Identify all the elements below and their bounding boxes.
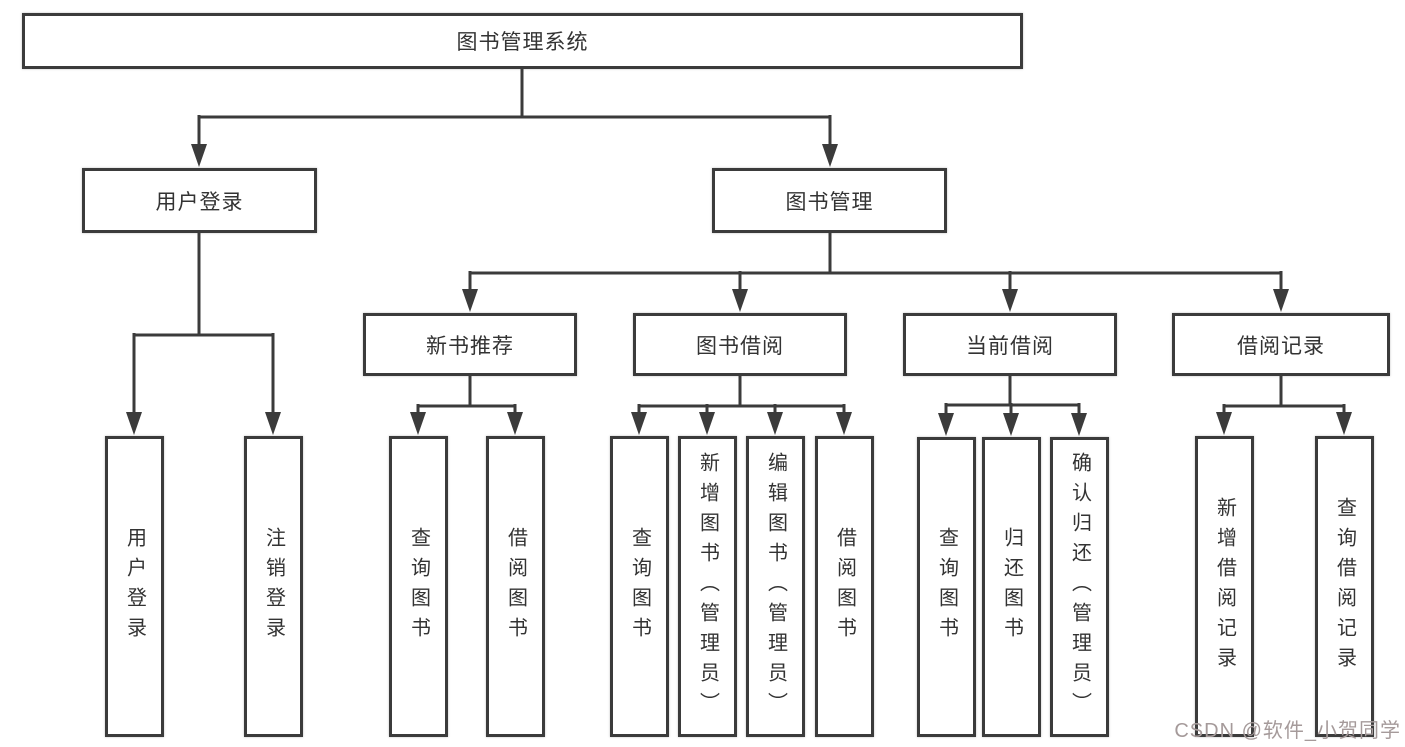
connector-lines bbox=[132, 69, 1346, 416]
csdn-watermark: CSDN @软件_小贺同学 bbox=[1174, 720, 1401, 742]
node-new-book-recommend: 新书推荐 bbox=[363, 313, 577, 376]
leaf-label: 新增图书（管理员） bbox=[696, 451, 719, 722]
leaf-query-books-2: 查询图书 bbox=[610, 436, 669, 737]
node-label: 用户登录 bbox=[155, 190, 244, 214]
leaf-return-books: 归还图书 bbox=[982, 437, 1041, 737]
leaf-label: 借阅图书 bbox=[504, 526, 527, 647]
leaf-confirm-return-admin: 确认归还（管理员） bbox=[1050, 437, 1109, 737]
leaf-label: 用户登录 bbox=[123, 526, 146, 647]
node-current-borrowing: 当前借阅 bbox=[903, 313, 1117, 376]
leaf-query-books-3: 查询图书 bbox=[917, 437, 976, 737]
leaf-borrow-books: 借阅图书 bbox=[486, 436, 545, 737]
node-library-management-system: 图书管理系统 bbox=[22, 13, 1023, 69]
leaf-label: 查询图书 bbox=[407, 526, 430, 647]
arrowheads bbox=[126, 144, 1352, 436]
node-user-login: 用户登录 bbox=[82, 168, 317, 233]
leaf-label: 查询图书 bbox=[935, 527, 958, 647]
node-label: 借阅记录 bbox=[1237, 334, 1325, 358]
leaf-user-login: 用户登录 bbox=[105, 436, 164, 737]
leaf-add-borrow-record: 新增借阅记录 bbox=[1195, 436, 1254, 737]
leaf-query-books: 查询图书 bbox=[389, 436, 448, 737]
leaf-label: 编辑图书（管理员） bbox=[764, 451, 787, 722]
leaf-label: 新增借阅记录 bbox=[1213, 496, 1236, 677]
leaf-logout: 注销登录 bbox=[244, 436, 303, 737]
node-label: 当前借阅 bbox=[966, 334, 1054, 358]
leaf-add-books-admin: 新增图书（管理员） bbox=[678, 436, 737, 737]
node-label: 图书管理系统 bbox=[456, 31, 589, 54]
node-label: 图书借阅 bbox=[696, 334, 784, 358]
leaf-label: 查询借阅记录 bbox=[1333, 496, 1356, 677]
node-borrowing-records: 借阅记录 bbox=[1172, 313, 1390, 376]
leaf-label: 查询图书 bbox=[628, 526, 651, 647]
leaf-edit-books-admin: 编辑图书（管理员） bbox=[746, 436, 805, 737]
leaf-label: 借阅图书 bbox=[833, 526, 856, 647]
leaf-label: 确认归还（管理员） bbox=[1068, 452, 1091, 722]
node-label: 新书推荐 bbox=[426, 334, 514, 358]
node-book-management: 图书管理 bbox=[712, 168, 947, 233]
leaf-query-borrow-record: 查询借阅记录 bbox=[1315, 436, 1374, 737]
leaf-label: 归还图书 bbox=[1000, 527, 1023, 647]
leaf-borrow-books-2: 借阅图书 bbox=[815, 436, 874, 737]
node-label: 图书管理 bbox=[785, 190, 874, 214]
node-book-borrowing: 图书借阅 bbox=[633, 313, 847, 376]
leaf-label: 注销登录 bbox=[262, 526, 285, 647]
